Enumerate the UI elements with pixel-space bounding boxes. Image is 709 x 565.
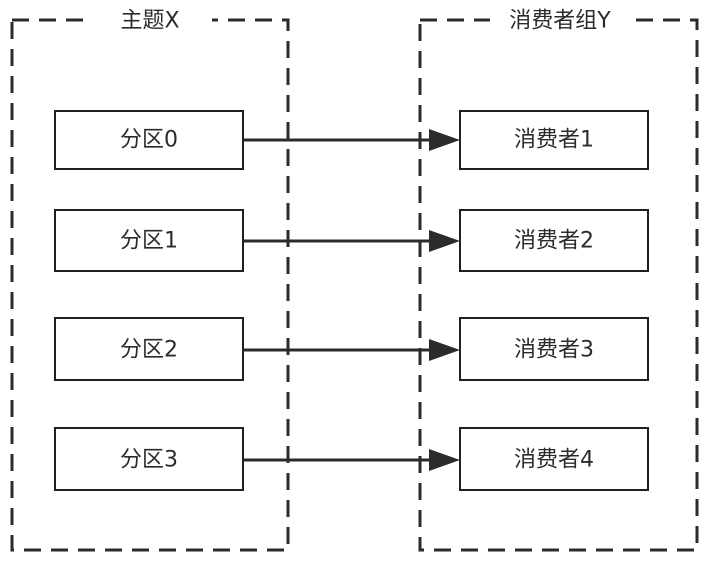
consumer-group: 消费者组Y bbox=[418, 4, 699, 552]
partition-node-3: 分区3 bbox=[54, 427, 244, 491]
consumer-group-title-mask bbox=[490, 4, 632, 36]
partition-label: 分区0 bbox=[120, 128, 178, 153]
arrow-head bbox=[429, 339, 460, 361]
arrow-head bbox=[429, 129, 460, 151]
consumer-group-title: 消费者组Y bbox=[509, 9, 611, 34]
partition-node-1: 分区1 bbox=[54, 209, 244, 272]
consumer-node-4: 消费者4 bbox=[459, 427, 649, 491]
topic-group-title: 主题X bbox=[120, 9, 179, 34]
partition-node-0: 分区0 bbox=[54, 110, 244, 170]
partition-label: 分区3 bbox=[120, 448, 178, 473]
arrow-partition0-to-consumer1 bbox=[243, 129, 460, 151]
arrow-partition2-to-consumer3 bbox=[243, 339, 460, 361]
consumer-node-2: 消费者2 bbox=[459, 209, 649, 272]
consumer-label: 消费者3 bbox=[514, 338, 594, 363]
arrow-head bbox=[429, 449, 460, 471]
consumer-box bbox=[459, 209, 649, 272]
consumer-box bbox=[459, 427, 649, 491]
consumer-box bbox=[459, 317, 649, 381]
arrow-head bbox=[429, 230, 460, 252]
topic-group: 主题X bbox=[10, 4, 290, 552]
topic-group-title-mask bbox=[92, 4, 212, 36]
consumer-node-3: 消费者3 bbox=[459, 317, 649, 381]
partition-label: 分区1 bbox=[120, 229, 178, 254]
consumer-box bbox=[459, 110, 649, 170]
consumer-label: 消费者1 bbox=[514, 128, 594, 153]
arrow-partition1-to-consumer2 bbox=[243, 230, 460, 252]
consumer-label: 消费者2 bbox=[514, 229, 594, 254]
partition-node-2: 分区2 bbox=[54, 317, 244, 381]
consumer-label: 消费者4 bbox=[514, 448, 594, 473]
arrow-partition3-to-consumer4 bbox=[243, 449, 460, 471]
partition-label: 分区2 bbox=[120, 338, 178, 363]
partition-box bbox=[54, 317, 244, 381]
consumer-node-1: 消费者1 bbox=[459, 110, 649, 170]
partition-box bbox=[54, 110, 244, 170]
